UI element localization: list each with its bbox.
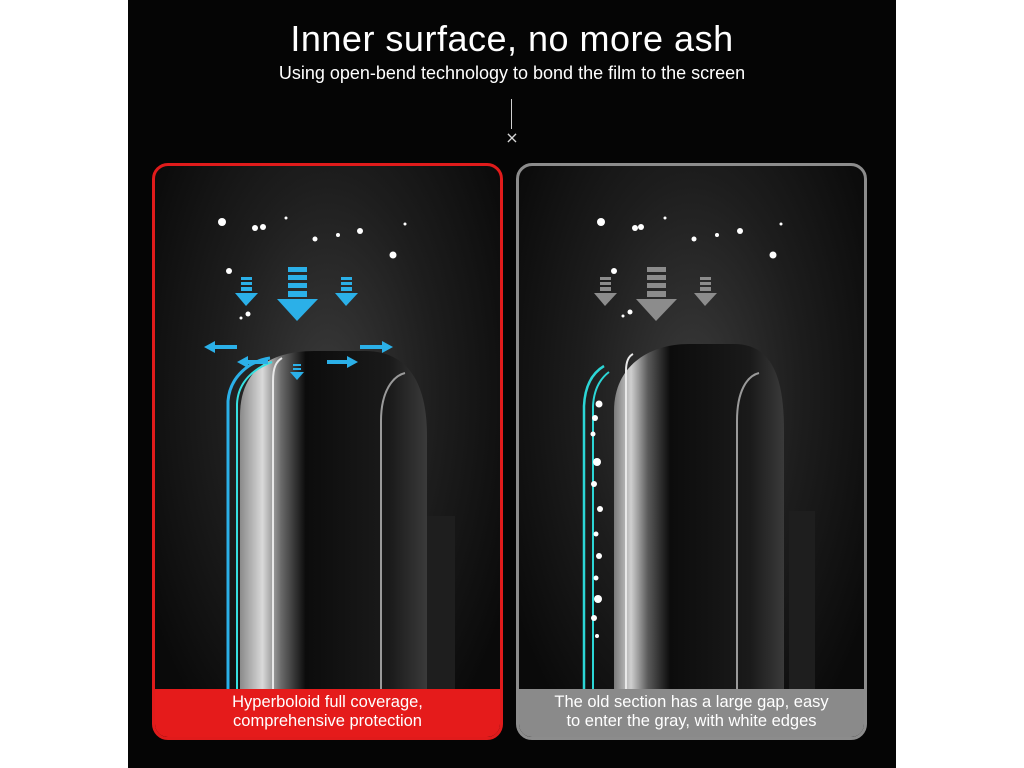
trapped-dust: [590, 400, 603, 638]
film-outer-edge: [226, 356, 271, 696]
comparison-graphic: Inner surface, no more ash Using open-be…: [128, 0, 896, 768]
phone-edge-illustration: [204, 216, 455, 696]
dust-particles: [218, 216, 407, 320]
spread-arrows: [204, 341, 393, 368]
pressure-arrows: [235, 267, 358, 380]
caption-line-2: to enter the gray, with white edges: [566, 712, 817, 730]
phone-body: [240, 351, 427, 696]
panel-new-film: Hyperboloid full coverage, comprehensive…: [152, 163, 503, 740]
caption-line-1: Hyperboloid full coverage,: [232, 693, 423, 711]
caption-old-film: The old section has a large gap, easy to…: [519, 689, 864, 737]
cross-icon: ×: [505, 128, 519, 147]
caption-line-1: The old section has a large gap, easy: [554, 693, 829, 711]
pressure-arrows: [594, 267, 717, 321]
phone-highlight: [736, 372, 760, 696]
phone-back: [789, 511, 815, 696]
panel-old-film: The old section has a large gap, easy to…: [516, 163, 867, 740]
screen-edge: [625, 353, 634, 696]
caption-new-film: Hyperboloid full coverage, comprehensive…: [155, 689, 500, 737]
phone-body: [614, 344, 784, 696]
film-inner-edge: [236, 361, 273, 696]
dust-particles: [597, 216, 783, 318]
phone-back: [425, 516, 455, 696]
film-outer-edge: [582, 364, 605, 696]
phone-highlight: [380, 372, 406, 696]
film-inner-edge: [592, 371, 610, 696]
caption-line-2: comprehensive protection: [233, 712, 422, 730]
divider-line: [511, 99, 512, 129]
screen-edge: [272, 357, 283, 696]
page-title: Inner surface, no more ash: [290, 18, 734, 59]
page-subtitle: Using open-bend technology to bond the f…: [278, 63, 746, 83]
phone-edge-illustration: [582, 216, 815, 696]
